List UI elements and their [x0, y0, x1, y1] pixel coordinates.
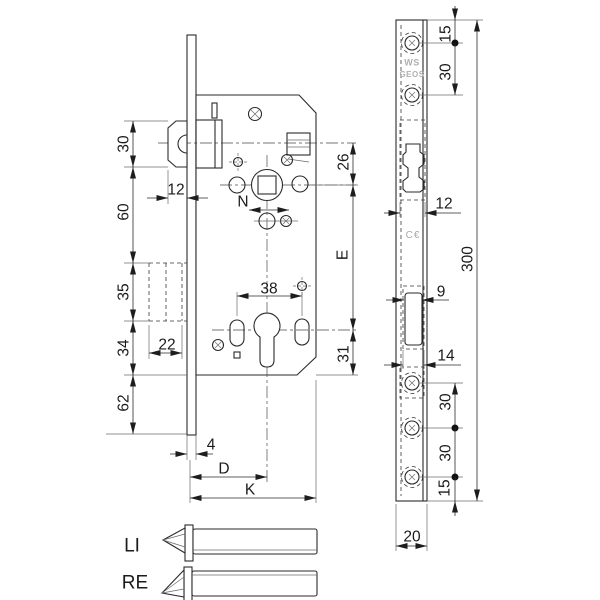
dim-latch-width: 12: [435, 195, 453, 213]
faceplate-view: [395, 19, 428, 502]
lock-case-view: [148, 34, 356, 483]
deadbolt-front-face: [404, 292, 423, 346]
latch-opening: [399, 119, 426, 201]
deadbolt-thrown-dashed: [148, 262, 187, 322]
lock-case-dimensions: [106, 120, 358, 503]
small-square-hole: [233, 351, 241, 359]
dim-case-depth-label: K: [244, 481, 256, 499]
dim-bottom-hole-spacing-1: 30: [437, 393, 455, 411]
dim-deadbolt-width: 9: [436, 283, 446, 301]
dim-bottom-hole-spacing-2: 30: [437, 444, 455, 462]
faceplate-dimensions: [384, 6, 483, 551]
dim-latch-protrusion: 12: [167, 181, 185, 199]
dim-latch-height: 30: [115, 135, 133, 153]
handing-legend-symbols: [160, 524, 318, 600]
reinforcement-dashed: [399, 366, 425, 399]
dim-bolt-pocket-width: 14: [437, 347, 455, 365]
fixing-hole-right: [291, 175, 309, 193]
dim-bottom-to-hole: 15: [436, 479, 454, 497]
faceplate-screw-holes: [401, 32, 423, 488]
latch-notch-arc: [177, 134, 188, 154]
dim-deadbolt-to-bottom: 34: [115, 339, 133, 357]
follower-square-hole: [257, 175, 277, 195]
dim-follower-label: N: [237, 193, 249, 211]
dim-axis-to-follower: 26: [335, 153, 353, 171]
right-hand-latch-symbol: [160, 566, 318, 600]
fixing-hole-left: [228, 176, 246, 194]
spring-box: [286, 132, 311, 156]
deadbolt-opening-dashed: [402, 285, 425, 350]
cylinder-slot-left: [229, 319, 245, 347]
euro-cylinder-hole: [253, 312, 281, 368]
hole-below-follower: [258, 212, 276, 230]
dim-cylinder-to-bottom: 31: [335, 345, 353, 363]
latch-bolt-body: [195, 119, 223, 169]
latch-front-face: [402, 143, 425, 193]
dim-backset-label: D: [218, 460, 230, 478]
dim-deadbolt-height: 35: [115, 283, 133, 301]
dim-follower-to-cylinder: E: [334, 249, 352, 261]
faceplate-edge: [186, 34, 197, 436]
left-hand-latch-symbol: [161, 524, 318, 562]
dim-deadbolt-throw: 22: [158, 336, 176, 354]
ce-mark: C€: [405, 230, 421, 241]
follower-hub: [250, 168, 284, 202]
dim-top-holes-spacing: 30: [437, 63, 455, 81]
cylinder-slot-right: [294, 318, 310, 346]
dim-case-bottom-margin: 62: [115, 394, 133, 412]
brand-marking-line2: GEOS: [399, 70, 425, 79]
dim-latch-to-deadbolt: 60: [115, 203, 133, 221]
handing-left-label: LI: [124, 535, 140, 557]
spring-line: [287, 158, 310, 163]
dim-top-to-hole: 15: [437, 25, 455, 43]
dim-cylinder-holes: 38: [260, 280, 278, 298]
handing-right-label: RE: [121, 572, 149, 594]
dim-faceplate-width: 20: [403, 528, 421, 546]
dim-faceplate-thickness: 4: [206, 436, 216, 454]
dim-total-length: 300: [459, 246, 477, 272]
brand-marking-line1: WS: [404, 57, 420, 68]
latch-stop-pin: [211, 102, 218, 119]
